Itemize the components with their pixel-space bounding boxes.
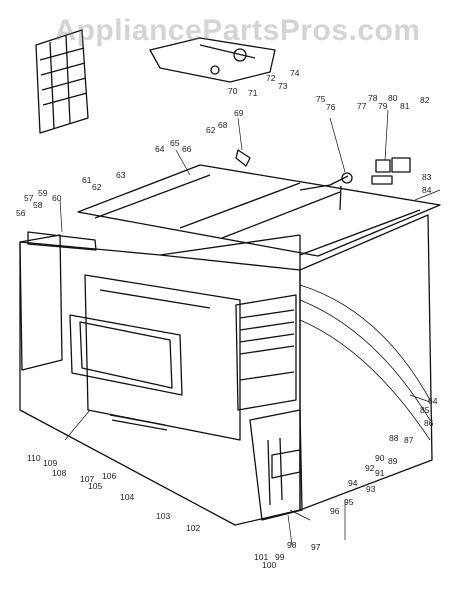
part-label: 107	[80, 474, 94, 484]
part-label: 63	[116, 170, 126, 180]
part-label: 96	[330, 506, 340, 516]
part-label: 98	[287, 540, 297, 550]
part-label: 76	[326, 102, 336, 112]
part-label: 68	[218, 120, 228, 130]
part-label: 75	[316, 94, 326, 104]
part-label: 95	[344, 497, 354, 507]
part-label: 92	[365, 463, 375, 473]
part-label: 103	[156, 511, 170, 521]
part-label: 105	[88, 481, 102, 491]
leader-lines	[59, 109, 441, 546]
control-components	[235, 149, 411, 185]
part-label: 64	[155, 144, 165, 154]
part-label: 84	[422, 185, 432, 195]
part-label: 85	[420, 405, 430, 415]
part-label: 100	[262, 560, 276, 570]
part-label: 69	[234, 108, 244, 118]
part-label: 82	[420, 95, 430, 105]
part-label: 106	[102, 471, 116, 481]
part-label: 60	[52, 193, 62, 203]
part-label: 104	[120, 492, 134, 502]
part-label: 65	[170, 138, 180, 148]
part-label: 71	[248, 88, 258, 98]
kick-panel	[249, 409, 303, 521]
part-label: 61	[82, 175, 92, 185]
oven-rack	[35, 29, 89, 134]
part-label: 110	[27, 453, 41, 463]
part-label: 90	[375, 453, 385, 463]
part-label: 109	[43, 458, 57, 468]
part-label: 83	[422, 172, 432, 182]
part-label: 89	[388, 456, 398, 466]
part-label: 93	[366, 484, 376, 494]
part-label: 58	[33, 200, 43, 210]
part-label: 79	[378, 101, 388, 111]
part-label: 101	[254, 552, 268, 562]
part-label: 91	[375, 468, 385, 478]
part-label: 56	[16, 208, 26, 218]
part-label: 78	[368, 93, 378, 103]
side-panel	[19, 231, 97, 371]
part-label: 66	[182, 144, 192, 154]
part-label: 62	[92, 182, 102, 192]
burner-plate	[149, 37, 276, 83]
part-label: 72	[266, 73, 276, 83]
part-label: 59	[38, 188, 48, 198]
part-label: 102	[186, 523, 200, 533]
part-label: 64	[428, 396, 438, 406]
side-panel-right	[299, 284, 431, 441]
part-label: 62	[206, 125, 216, 135]
part-label: 73	[278, 81, 288, 91]
part-label: 81	[400, 101, 410, 111]
part-label: 86	[424, 418, 434, 428]
oven-door	[69, 274, 241, 441]
part-label: 74	[290, 68, 300, 78]
part-label: 88	[389, 433, 399, 443]
part-label: 99	[275, 552, 285, 562]
part-label: 57	[24, 193, 34, 203]
top-panel	[77, 164, 441, 257]
part-label: 80	[388, 93, 398, 103]
oven-interior	[235, 294, 297, 411]
part-label: 94	[348, 478, 358, 488]
part-label: 87	[404, 435, 414, 445]
part-label: 97	[311, 542, 321, 552]
part-label: 70	[228, 86, 238, 96]
part-number-labels: 64 65 66 61 62 63 57 58 59 60 56 62 68 6…	[16, 68, 438, 570]
part-label: 77	[357, 101, 367, 111]
part-label: 108	[52, 468, 66, 478]
